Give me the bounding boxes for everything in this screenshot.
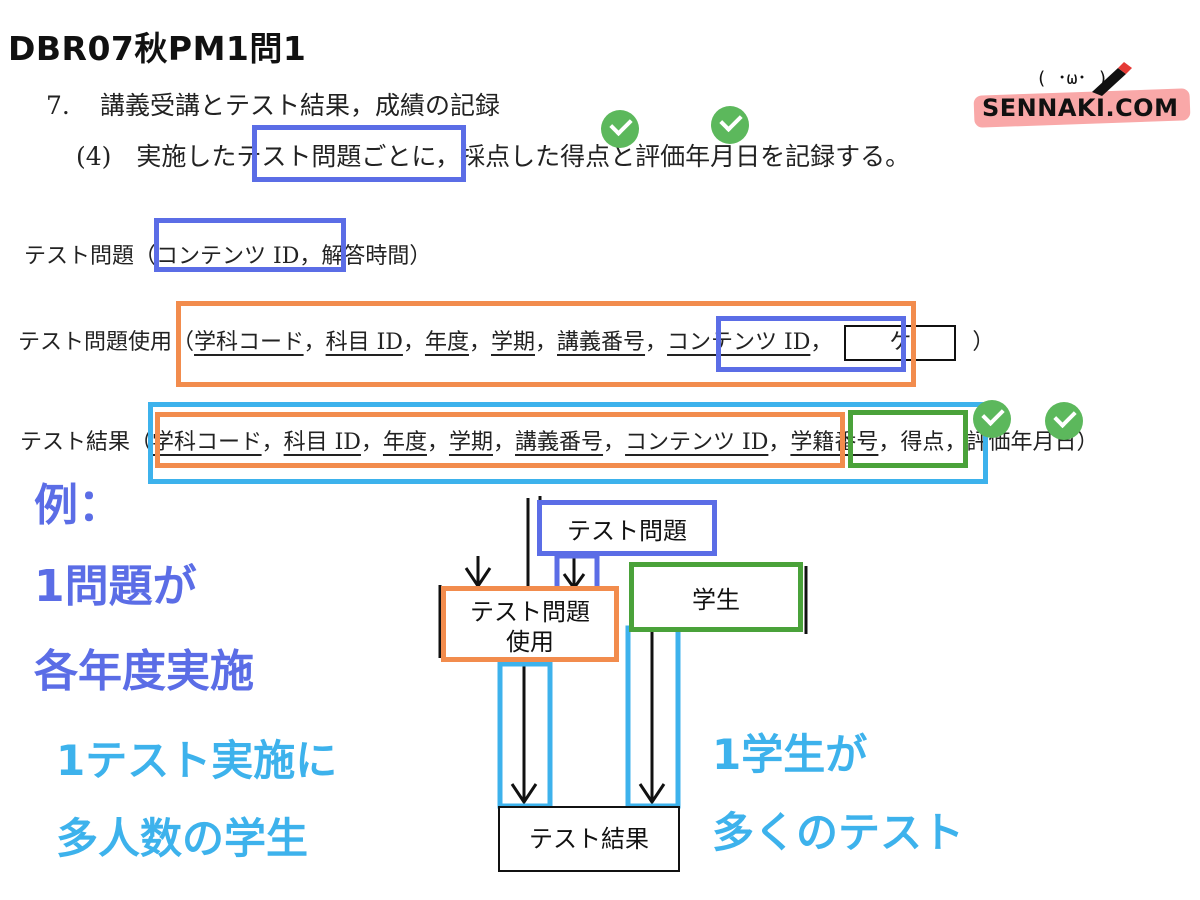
example-label: 例：: [34, 480, 122, 531]
relation-attr: 学期: [448, 430, 493, 455]
relation-name: テスト問題: [24, 244, 135, 269]
relation-name: テスト問題使用: [18, 330, 173, 355]
entity-label-line: 使用: [506, 628, 554, 656]
highlight-student-id-fk: [848, 410, 968, 468]
entity-test-usage: テスト問題 使用: [441, 586, 619, 662]
relation-close: ）: [972, 330, 995, 355]
relation-attr: コンテンツ ID: [156, 244, 300, 269]
highlight-test-usage-key: [176, 301, 916, 387]
relation-open: （: [130, 430, 153, 455]
example-line: 各年度実施: [34, 646, 254, 697]
logo-text: SENNAKI.COM: [982, 94, 1179, 122]
relation-open: （: [134, 244, 157, 269]
relation-attr: 科目 ID: [283, 430, 361, 455]
check-icon: [711, 106, 749, 144]
highlight-test-problem-phrase: [252, 125, 466, 182]
entity-test-problem: テスト問題: [537, 500, 717, 556]
entity-label: テスト問題: [567, 517, 687, 545]
highlight-test-usage-fk: [155, 412, 845, 468]
relation-attr: コンテンツ ID: [667, 330, 811, 355]
check-icon: [601, 110, 639, 148]
relation-attr: 得点: [900, 430, 945, 455]
right-note-line: 1学生が: [712, 730, 868, 779]
relation-name: テスト結果: [20, 430, 131, 455]
left-note-line: 1テスト実施に: [56, 736, 338, 785]
sennaki-logo: ( ･ω･ ) SENNAKI.COM: [968, 62, 1194, 132]
highlight-content-id-fk: [716, 316, 906, 372]
relation-attr: 解答時間: [321, 244, 410, 269]
relation-attr: 講義番号: [557, 330, 646, 355]
relation-attr: 学籍番号: [790, 430, 879, 455]
relation-attr: 学科コード: [152, 430, 262, 455]
relation-row: テスト結果（学科コード，科目 ID，年度，学期，講義番号，コンテンツ ID，学籍…: [20, 430, 1099, 455]
highlight-test-result-key: [148, 402, 988, 484]
check-icon: [973, 400, 1011, 438]
entity-label-line: テスト問題: [470, 598, 590, 626]
relation-row: テスト問題（コンテンツ ID，解答時間）: [24, 244, 432, 269]
section-title: 講義受講とテスト結果，成績の記録: [100, 91, 501, 120]
relation-close: ）: [1076, 430, 1099, 455]
page-title: DBR07秋PM1問1: [8, 29, 307, 68]
pen-icon: [1092, 62, 1132, 96]
example-line: 1問題が: [34, 561, 197, 612]
check-icon: [1045, 402, 1083, 440]
relation-attr: 学科コード: [194, 330, 304, 355]
relation-attr: コンテンツ ID: [625, 430, 769, 455]
section-number: 7.: [46, 91, 70, 120]
relation-attr: 年度: [382, 430, 427, 455]
relation-attr: 年度: [424, 330, 469, 355]
highlight-content-id-pk: [154, 218, 346, 272]
relation-close: ）: [409, 244, 432, 269]
relation-attr: 科目 ID: [325, 330, 403, 355]
right-note-line: 多くのテスト: [712, 808, 965, 857]
entity-test-result: テスト結果: [498, 806, 680, 872]
left-note-line: 多人数の学生: [56, 814, 309, 863]
relation-attr: 学期: [490, 330, 535, 355]
relation-attr: 講義番号: [515, 430, 604, 455]
logo-face: ( ･ω･ ): [1036, 68, 1109, 89]
requirement-text: (4) 実施したテスト問題ごとに，採点した得点と評価年月日を記録する。: [76, 142, 911, 171]
entity-label: 学生: [692, 586, 740, 614]
relation-row: テスト問題使用（学科コード，科目 ID，年度，学期，講義番号，コンテンツ ID，…: [18, 324, 994, 361]
entity-student: 学生: [629, 562, 803, 632]
section-heading: 7. 講義受講とテスト結果，成績の記録: [46, 86, 500, 122]
entity-label: テスト結果: [529, 825, 649, 853]
